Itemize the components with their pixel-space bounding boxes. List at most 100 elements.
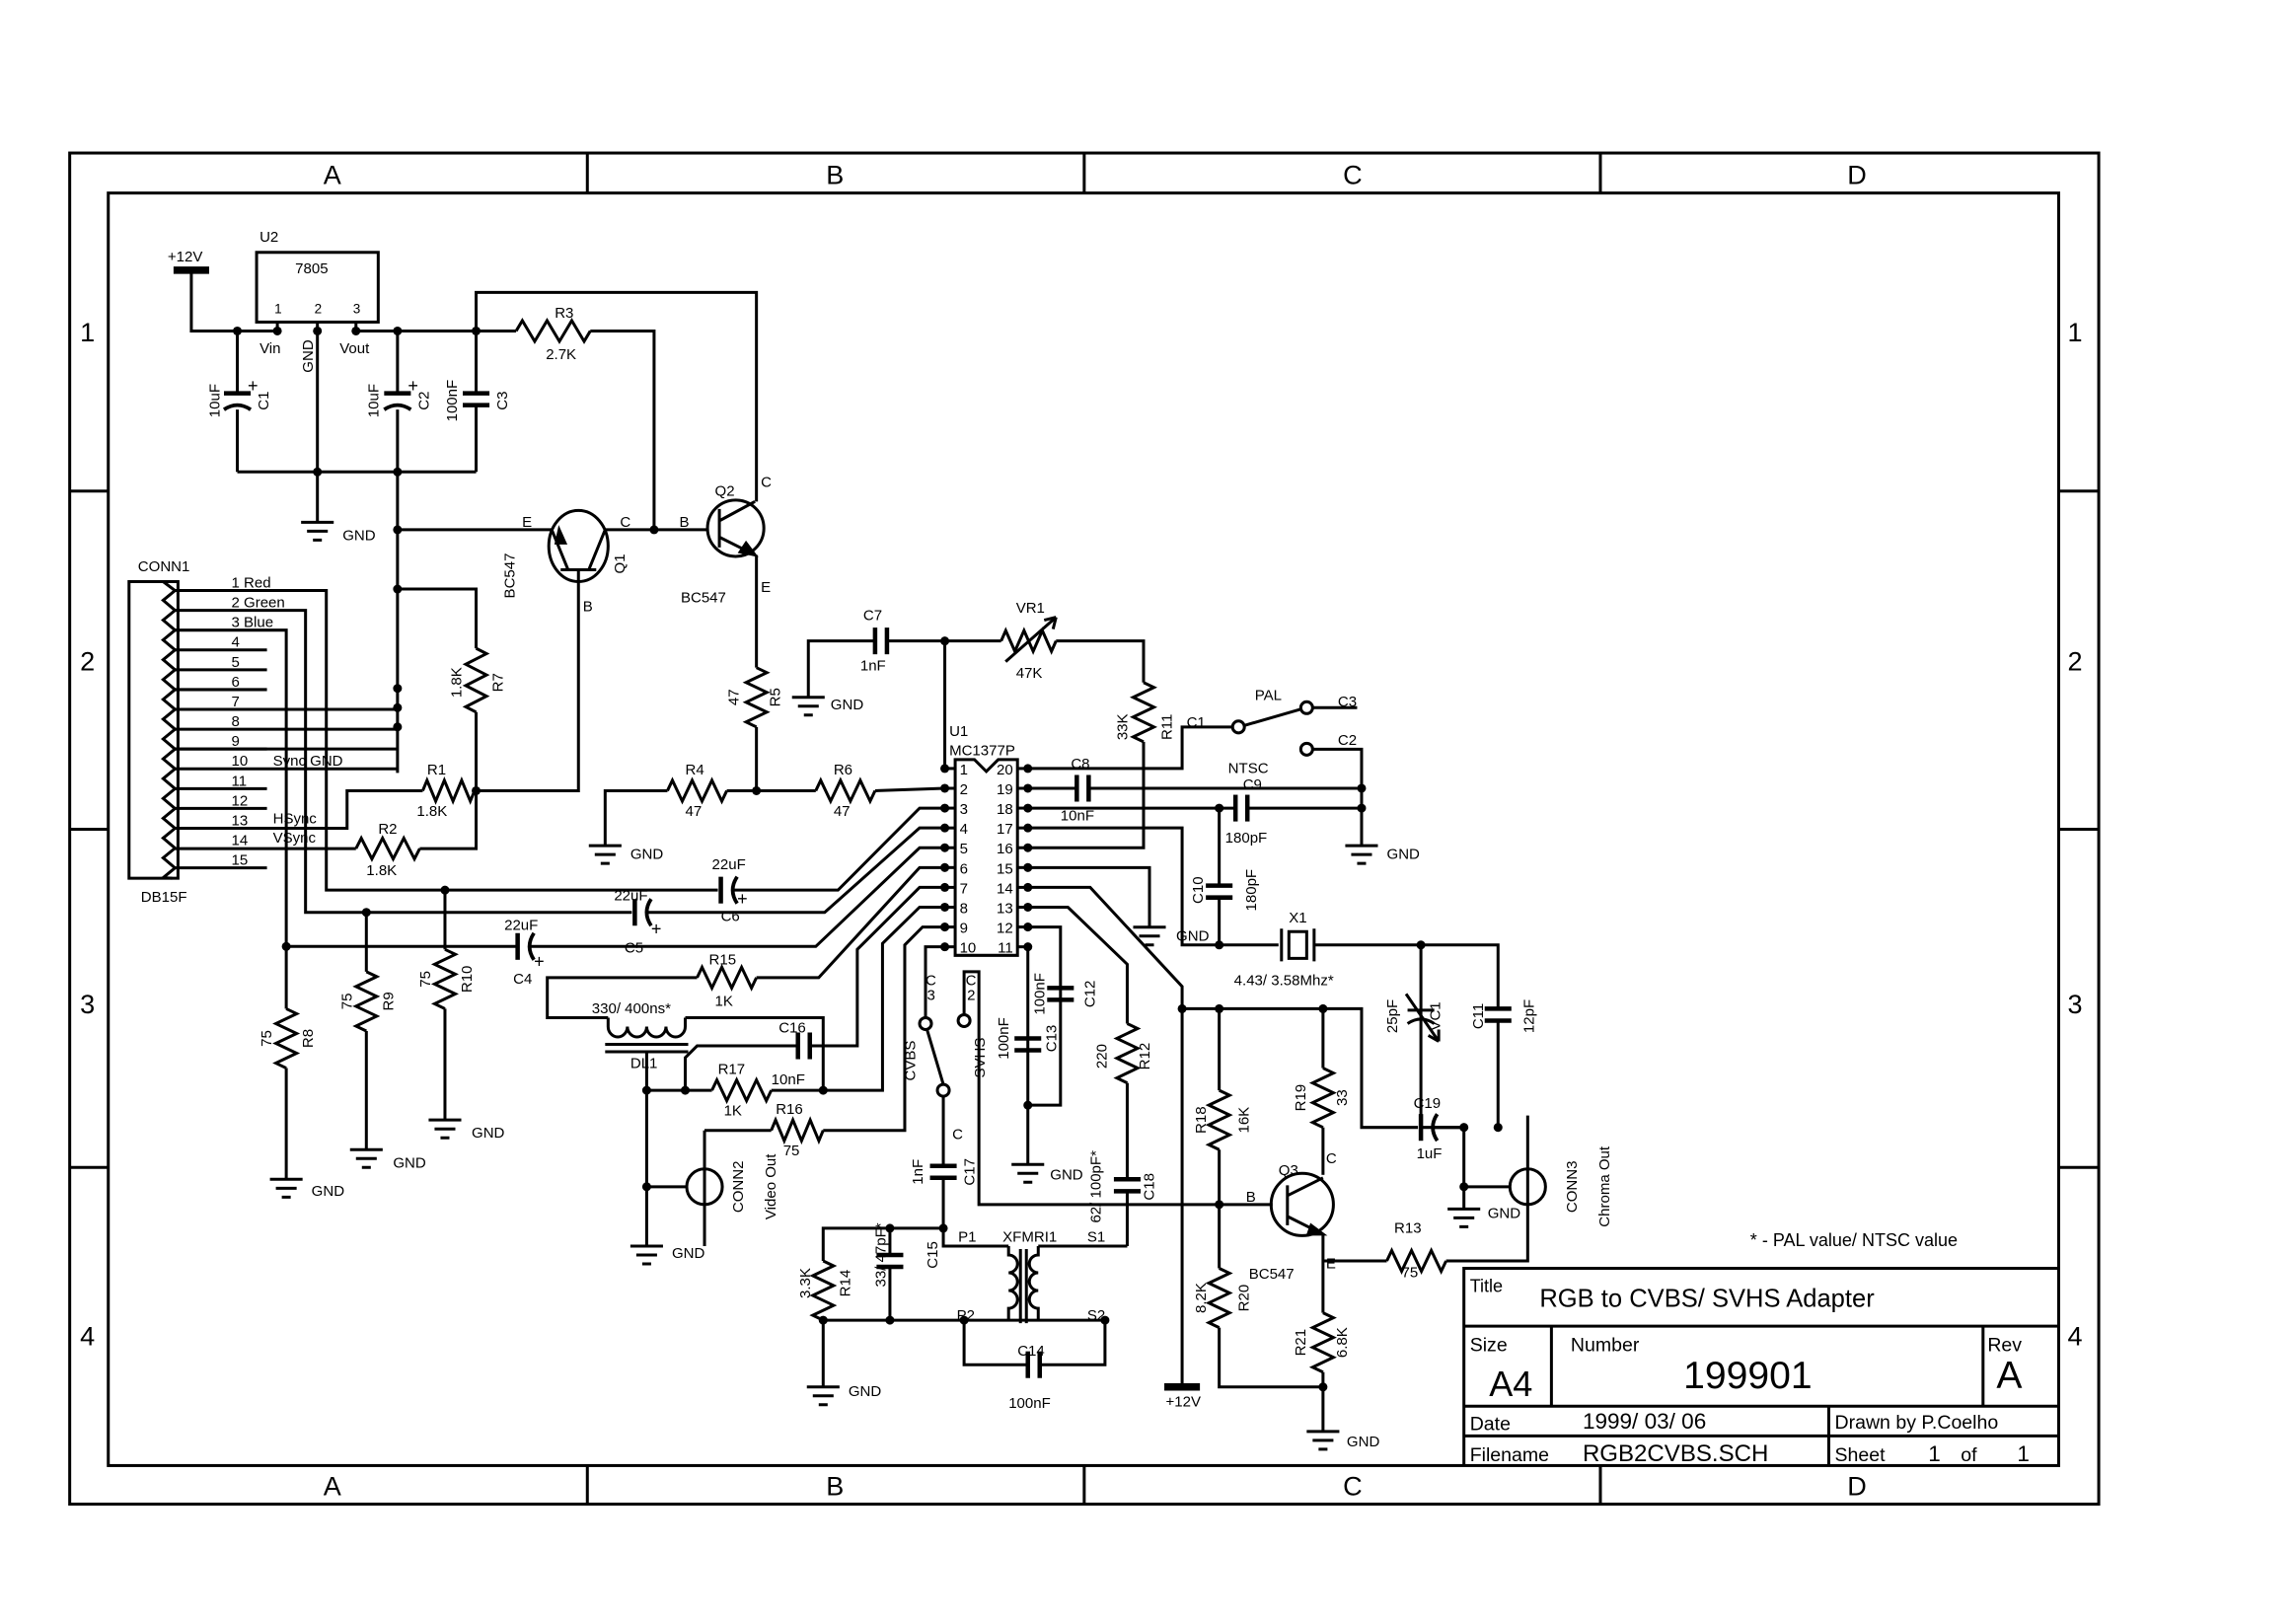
label: R18: [1193, 1106, 1210, 1134]
ground-symbol: [588, 844, 622, 865]
resistor-r8: [272, 1007, 301, 1070]
resistor-r15: [696, 963, 759, 992]
label: C11: [1470, 1003, 1487, 1029]
gnd-label: GND: [1387, 847, 1421, 863]
label: CONN3: [1564, 1161, 1581, 1214]
junction-dot: [1357, 783, 1367, 793]
ground-symbol: [1011, 1162, 1045, 1184]
wire: [1027, 826, 1279, 947]
size-label: Size: [1470, 1335, 1508, 1357]
emitter-arrow: [737, 540, 759, 557]
label: 100nF: [444, 380, 461, 422]
wire: [1039, 1320, 1107, 1366]
connector-contacts: [159, 580, 178, 880]
rev-value: A: [1996, 1355, 2022, 1397]
pin-number: 1: [960, 762, 968, 778]
junction-dot: [1023, 783, 1033, 793]
label: R2: [378, 821, 397, 838]
switch-contact-c2: [1298, 741, 1314, 757]
potentiometer-arrow: [1004, 616, 1058, 663]
label: R20: [1236, 1285, 1253, 1312]
wire: [475, 290, 759, 502]
wire: [419, 711, 479, 850]
gnd-label: GND: [472, 1125, 505, 1142]
pin-label: 11: [232, 773, 248, 789]
resistor-r14: [809, 1259, 838, 1322]
label: 2: [315, 301, 323, 316]
label: VR1: [1016, 600, 1045, 617]
wire: [646, 826, 945, 915]
pin-number: 4: [960, 821, 968, 838]
pin-number: 9: [960, 921, 968, 937]
label: C1: [256, 392, 272, 410]
ground-symbol: [428, 1118, 462, 1140]
row-label: 3: [2067, 990, 2082, 1019]
resistor-r16: [770, 1116, 825, 1145]
ic-u1: [953, 758, 1019, 957]
wire: [546, 976, 698, 1019]
label: 1uF: [1417, 1145, 1443, 1162]
transistor-q1: [550, 529, 607, 571]
wire: [1313, 943, 1500, 1009]
ground-symbol: [1306, 1430, 1340, 1451]
junction-dot: [1357, 803, 1367, 813]
row-label: 1: [80, 318, 95, 347]
label: 1.8K: [416, 803, 447, 820]
ground-symbol: [1133, 925, 1166, 947]
wire: [175, 609, 632, 915]
switch-lever: [1243, 707, 1301, 727]
label: 10uF: [365, 384, 382, 417]
polarity-mark: +: [534, 951, 545, 971]
label: 47: [685, 803, 702, 820]
label: S1: [1087, 1228, 1105, 1245]
label: CONN1: [138, 558, 190, 575]
wire: [1056, 639, 1146, 683]
label: 22uF: [712, 856, 746, 873]
label: VSync: [273, 830, 317, 847]
label: 75: [338, 994, 355, 1010]
crystal-x1: [1280, 928, 1316, 962]
pin-number: 16: [997, 841, 1013, 857]
label: 33: [1334, 1089, 1351, 1106]
label: R6: [834, 762, 852, 778]
label: 22uF: [504, 918, 538, 934]
label: R5: [768, 688, 784, 706]
label: Video Out: [763, 1153, 779, 1219]
resistor-r6: [814, 776, 877, 805]
label: 10nF: [1061, 808, 1094, 825]
label: R14: [837, 1270, 853, 1297]
pin-label: 1 Red: [232, 575, 271, 592]
label: DL1: [630, 1056, 658, 1072]
label: R19: [1293, 1084, 1309, 1112]
wire: [1182, 1006, 1419, 1130]
label: 100nF: [1008, 1395, 1051, 1412]
polarity-mark: +: [407, 376, 418, 396]
pin-number: 6: [960, 860, 968, 877]
pin-label: 9: [232, 733, 240, 750]
junction-dot: [1318, 1382, 1328, 1392]
label: C: [952, 1127, 963, 1143]
label: E: [1326, 1255, 1336, 1272]
label: 100nF: [1031, 973, 1048, 1015]
pin-number: 15: [997, 860, 1013, 877]
row-label: 3: [80, 990, 95, 1019]
pin-number: 11: [998, 940, 1013, 957]
column-label: C: [1343, 1471, 1363, 1501]
label: R9: [380, 992, 397, 1010]
label: 180pF: [1225, 830, 1268, 847]
pin-label: 8: [232, 713, 240, 730]
wire: [823, 925, 945, 1133]
label: R12: [1137, 1043, 1153, 1070]
switch-contact-svhs: [956, 1012, 972, 1028]
label: Q1: [612, 553, 629, 573]
resistor-r19: [1308, 1067, 1337, 1130]
label: 3.3K: [797, 1268, 814, 1298]
label: C: [966, 972, 977, 989]
wire: [1312, 747, 1364, 847]
wire: [1027, 925, 1063, 1107]
wire: [529, 846, 945, 948]
label: C7: [863, 608, 882, 625]
label: 1: [274, 301, 282, 316]
label: BC547: [681, 590, 726, 607]
label: 8.2K: [1193, 1283, 1210, 1313]
